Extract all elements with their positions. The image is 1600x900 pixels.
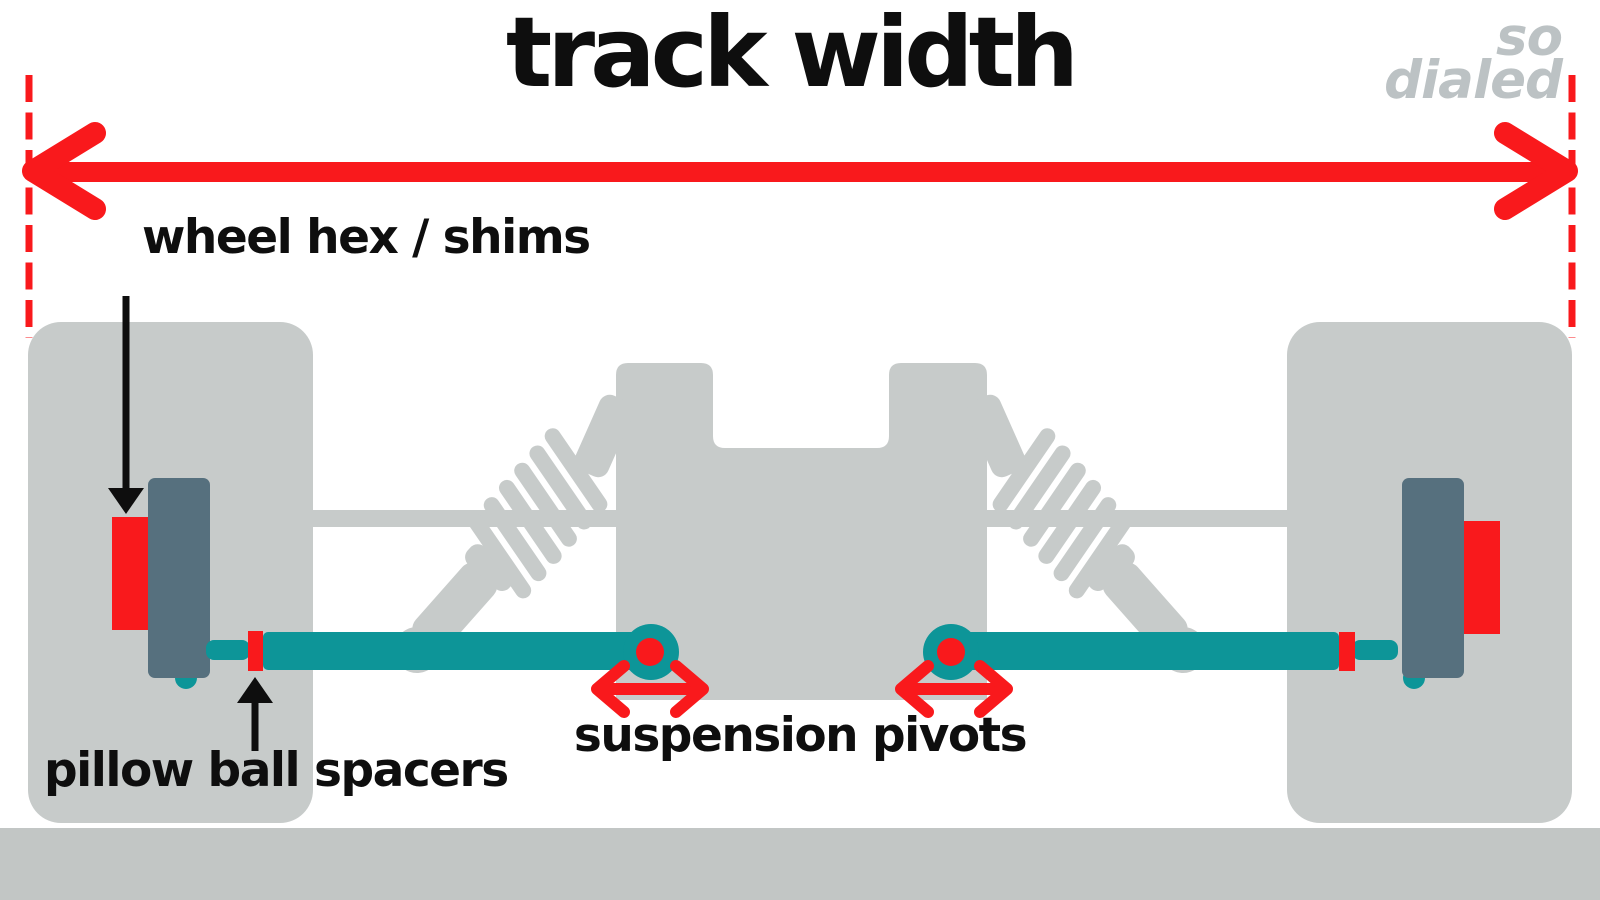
pillow-ball-spacer-right — [1339, 632, 1355, 671]
pivot-ball-left — [636, 638, 664, 666]
brand-logo: so dialed — [1384, 7, 1563, 112]
page-title: track width — [505, 0, 1079, 109]
wheel-hex-pointer-arrow — [108, 296, 144, 514]
wheel-hex-hub-left — [148, 478, 210, 678]
axle-connector-left — [206, 640, 250, 660]
brand-logo-line-dialed: dialed — [1384, 50, 1563, 112]
wheel-shim-left — [112, 517, 148, 630]
wheel-hex-hub-right — [1402, 478, 1464, 678]
suspension-arm-right — [955, 632, 1339, 670]
shock-mount-wing-left — [574, 394, 634, 478]
wheel-shim-right — [1464, 521, 1500, 634]
shock-mount-wing-right — [966, 394, 1026, 478]
pivot-ball-right — [937, 638, 965, 666]
track-width-arrow — [22, 122, 1578, 220]
axle-connector-right — [1352, 640, 1398, 660]
label-pillow-ball-spacers: pillow ball spacers — [44, 743, 509, 798]
pivot-slide-arrow-left — [591, 660, 709, 718]
pivot-slide-arrow-right — [895, 660, 1013, 718]
brand-logo-line-so: so — [1496, 7, 1563, 68]
suspension-arm-left — [263, 632, 645, 670]
label-suspension-pivots: suspension pivots — [573, 708, 1028, 763]
ground-strip — [0, 828, 1600, 900]
pillow-ball-pointer-arrow — [237, 677, 273, 751]
label-wheel-hex-shims: wheel hex / shims — [142, 210, 591, 265]
chassis-silhouette — [616, 363, 987, 700]
pillow-ball-spacer-left — [248, 631, 263, 671]
